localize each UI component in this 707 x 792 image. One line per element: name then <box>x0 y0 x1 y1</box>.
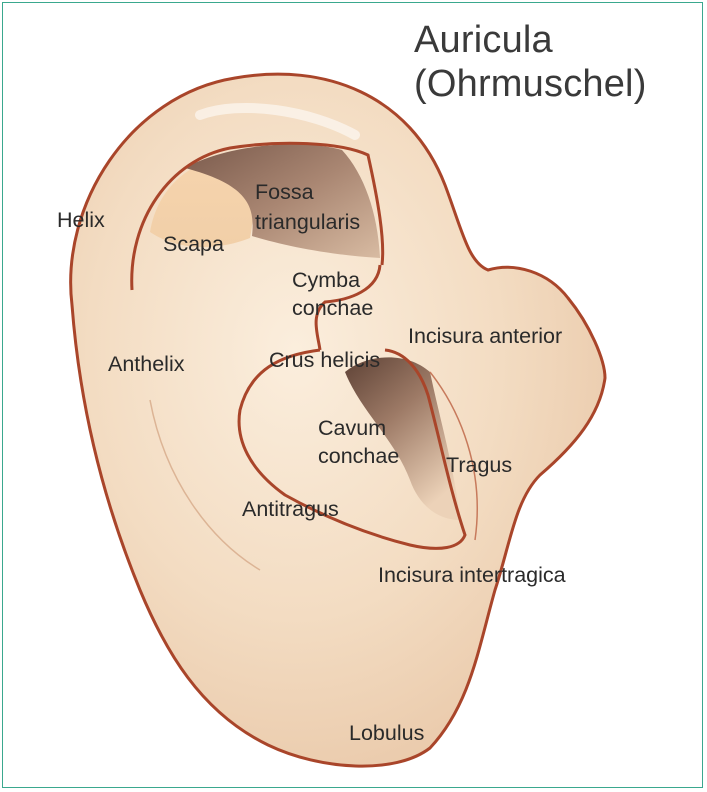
label-incisura-anterior: Incisura anterior <box>408 324 562 349</box>
diagram-title: Auricula (Ohrmuschel) <box>414 18 647 106</box>
label-cavum-line2: conchae <box>318 444 399 469</box>
label-tragus: Tragus <box>446 453 512 478</box>
label-cymba-line2: conchae <box>292 296 373 321</box>
label-cavum-line1: Cavum <box>318 416 386 441</box>
label-cymba-line1: Cymba <box>292 268 360 293</box>
label-fossa-line1: Fossa <box>255 180 314 205</box>
label-incisura-intertragica: Incisura intertragica <box>378 563 566 588</box>
label-helix: Helix <box>57 208 105 233</box>
title-line-2: (Ohrmuschel) <box>414 62 647 106</box>
label-crus-helicis: Crus helicis <box>269 348 380 373</box>
label-lobulus: Lobulus <box>349 721 424 746</box>
label-anthelix: Anthelix <box>108 352 185 377</box>
title-line-1: Auricula <box>414 18 647 62</box>
label-fossa-line2: triangularis <box>255 210 360 235</box>
label-scapa: Scapa <box>163 232 224 257</box>
label-antitragus: Antitragus <box>242 497 339 522</box>
